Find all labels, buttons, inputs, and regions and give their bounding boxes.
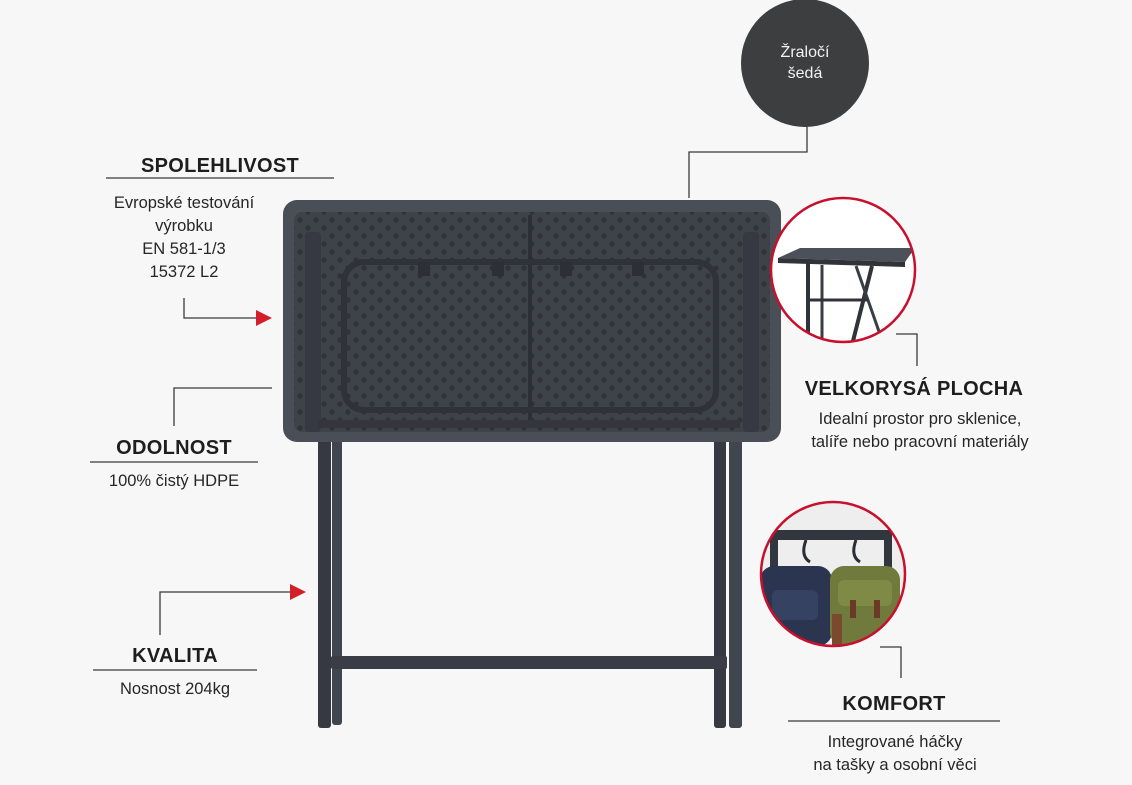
feature-title-komfort: KOMFORT [842,693,946,715]
desc-line: na tašky a osobní věci [813,756,977,774]
leader-velkorysa [896,333,918,366]
feature-desc-spolehlivost: Evropské testování výrobku EN 581-1/3 15… [66,192,302,284]
feature-title-velkorysa-plocha: VELKORYSÁ PLOCHA [804,378,1024,400]
bracket [560,262,572,276]
leader-lines [90,124,1000,722]
feature-desc-odolnost: 100% čistý HDPE [108,472,240,490]
desc-line: Integrované háčky [827,733,963,751]
feature-desc-komfort: Integrované háčky na tašky a osobní věci [764,731,1026,777]
color-badge-circle [741,0,869,127]
color-badge-line2: šedá [787,65,823,82]
bracket [418,262,430,276]
feature-title-odolnost: ODOLNOST [116,437,232,459]
arrow-right-icon [290,584,306,600]
folded-frame-loop [341,259,719,413]
leader-komfort [880,646,902,678]
bracket [492,262,504,276]
desc-line: výrobku [155,217,213,235]
bracket [632,262,644,276]
frame-rail-left [305,232,321,432]
desc-line: EN 581-1/3 [142,240,226,258]
feature-title-spolehlivost: SPOLEHLIVOST [140,155,300,177]
desc-line: Evropské testování [113,194,255,212]
frame-bottom-rail [318,420,740,428]
desc-line: 15372 L2 [149,263,219,281]
color-badge-line1: Žraločí [780,44,830,61]
feature-desc-velkorysa-plocha: Idealní prostor pro sklenice, talíře neb… [770,408,1070,454]
frame-rail-right [743,232,759,432]
leader-kvalita [159,591,290,635]
arrow-right-icon [256,310,272,326]
leader-color-badge [688,124,808,198]
desc-line: Idealní prostor pro sklenice, [818,410,1022,428]
feature-title-kvalita: KVALITA [132,645,218,667]
color-badge-label: Žraločí šedá [741,42,869,84]
leader-spolehlivost [183,298,256,319]
desc-line: talíře nebo pracovní materiály [811,433,1029,451]
leg-crossbar [331,656,727,669]
leader-odolnost [173,387,272,426]
table-thumbnail-image [769,196,917,344]
hooks-bags-image [759,500,907,648]
feature-desc-kvalita: Nosnost 204kg [119,680,231,698]
folded-table-image [283,200,781,728]
